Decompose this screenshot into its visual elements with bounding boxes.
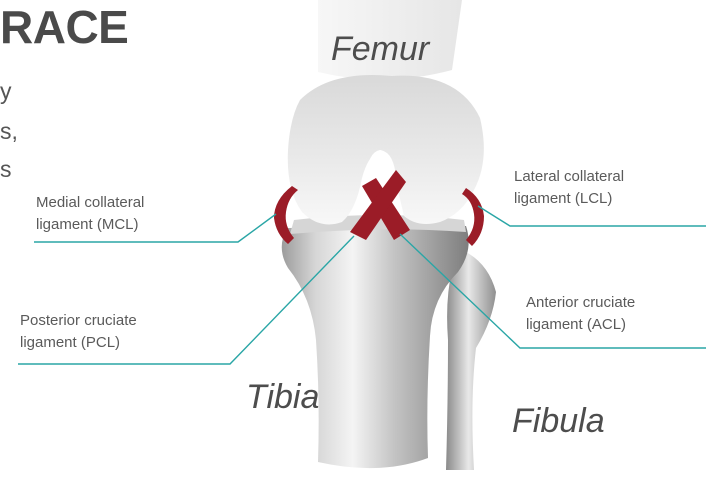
body-text-fragment-1: y xyxy=(0,80,12,103)
pcl-label-line2: ligament (PCL) xyxy=(20,332,137,354)
mcl-label-line1: Medial collateral xyxy=(36,192,144,214)
tibia-label: Tibia xyxy=(246,380,319,414)
body-text-fragment-3: s xyxy=(0,158,12,181)
lcl-label: Lateral collateral ligament (LCL) xyxy=(514,166,624,210)
tibia-bone xyxy=(282,226,469,468)
pcl-label: Posterior cruciate ligament (PCL) xyxy=(20,310,137,354)
fibula-bone xyxy=(446,250,496,470)
page-heading-fragment: RACE xyxy=(0,4,128,50)
lcl-label-line2: ligament (LCL) xyxy=(514,188,624,210)
pcl-label-line1: Posterior cruciate xyxy=(20,310,137,332)
body-text-fragment-2: s, xyxy=(0,120,18,143)
lcl-label-line1: Lateral collateral xyxy=(514,166,624,188)
acl-label-line1: Anterior cruciate xyxy=(526,292,635,314)
acl-label: Anterior cruciate ligament (ACL) xyxy=(526,292,635,336)
femur-label: Femur xyxy=(331,32,429,66)
fibula-label: Fibula xyxy=(512,404,605,438)
acl-label-line2: ligament (ACL) xyxy=(526,314,635,336)
mcl-label-line2: ligament (MCL) xyxy=(36,214,144,236)
mcl-label: Medial collateral ligament (MCL) xyxy=(36,192,144,236)
